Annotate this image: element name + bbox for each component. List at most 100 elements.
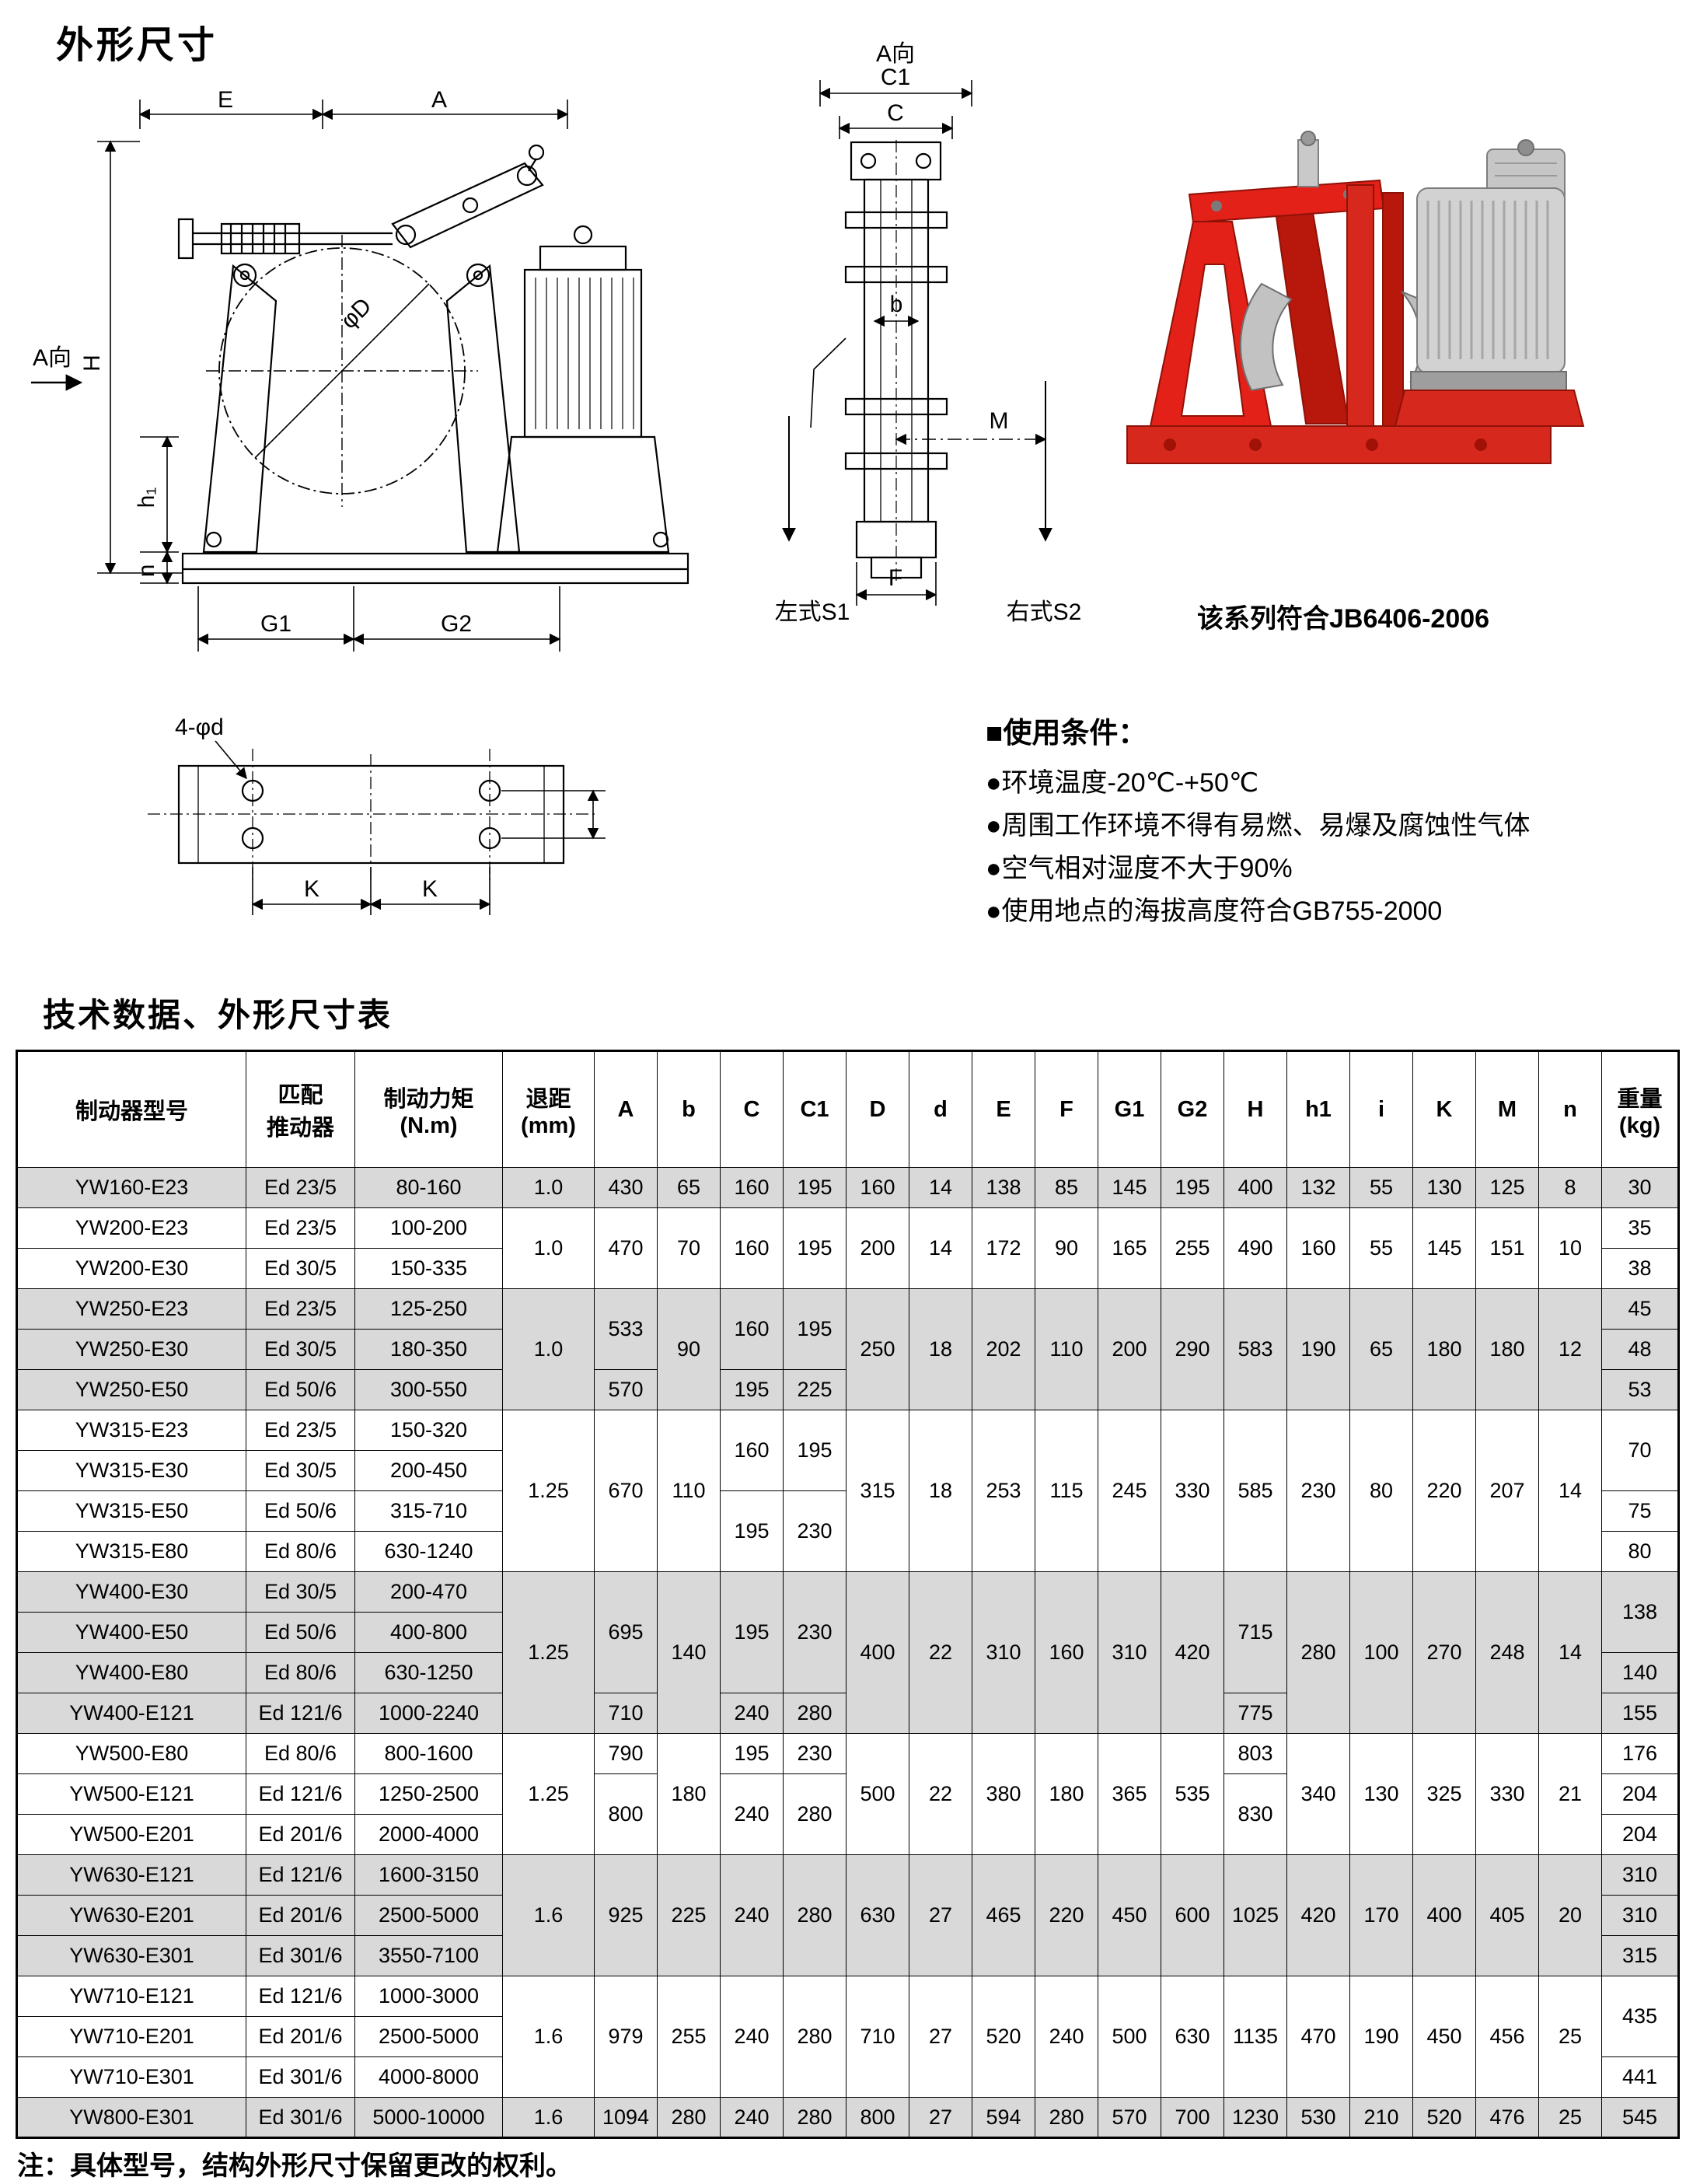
table-cell: 160 — [720, 1288, 784, 1370]
table-cell: YW250-E30 — [16, 1329, 246, 1370]
table-cell: 220 — [1035, 1854, 1098, 1976]
table-cell: 630 — [846, 1854, 909, 1976]
table-cell: 710 — [594, 1693, 658, 1734]
table-cell: 65 — [657, 1167, 721, 1208]
column-header: G1 — [1098, 1050, 1161, 1168]
table-cell: 700 — [1161, 2097, 1224, 2138]
table-cell: Ed 80/6 — [246, 1652, 355, 1693]
table-cell: 55 — [1349, 1167, 1413, 1208]
dim-label-m: M — [990, 408, 1009, 434]
table-cell: 230 — [783, 1490, 846, 1572]
hole-callout-label: 4-φd — [175, 715, 224, 740]
table-cell: 20 — [1538, 1854, 1602, 1976]
table-cell: 490 — [1223, 1207, 1287, 1289]
view-direction-label: A向 — [876, 41, 915, 67]
column-header: d — [909, 1050, 972, 1168]
table-cell: 225 — [783, 1369, 846, 1410]
table-cell: 280 — [783, 1854, 846, 1976]
usage-condition-item: ●环境温度-20℃-+50℃ — [986, 768, 1259, 798]
table-cell: 1135 — [1223, 1976, 1287, 2098]
table-cell: 180 — [1412, 1288, 1476, 1410]
column-header: D — [846, 1050, 909, 1168]
table-cell: 90 — [657, 1288, 721, 1410]
table-cell: YW400-E30 — [16, 1571, 246, 1613]
table-cell: 240 — [720, 1693, 784, 1734]
table-cell: 695 — [594, 1571, 658, 1693]
table-cell: 1.25 — [502, 1571, 595, 1734]
table-cell: 2500-5000 — [354, 2016, 503, 2057]
table-cell: 14 — [1538, 1410, 1602, 1572]
table-cell: 925 — [594, 1854, 658, 1976]
table-cell: 130 — [1412, 1167, 1476, 1208]
table-cell: 1000-3000 — [354, 1976, 503, 2017]
table-cell: 160 — [846, 1167, 909, 1208]
table-cell: YW630-E201 — [16, 1895, 246, 1936]
table-cell: 270 — [1412, 1571, 1476, 1734]
table-cell: 25 — [1538, 2097, 1602, 2138]
table-cell: YW250-E23 — [16, 1288, 246, 1330]
table-cell: 75 — [1601, 1490, 1679, 1532]
table-cell: 48 — [1601, 1329, 1679, 1370]
table-cell: 151 — [1475, 1207, 1539, 1289]
dim-label-b: b — [890, 292, 903, 317]
table-cell: 160 — [720, 1167, 784, 1208]
table-cell: 1094 — [594, 2097, 658, 2138]
table-cell: 240 — [720, 1854, 784, 1976]
table-cell: YW630-E301 — [16, 1935, 246, 1976]
table-cell: YW800-E301 — [16, 2097, 246, 2138]
table-cell: YW315-E30 — [16, 1450, 246, 1491]
table-cell: 110 — [1035, 1288, 1098, 1410]
table-cell: 630-1250 — [354, 1652, 503, 1693]
view-direction-label: A向 — [33, 345, 72, 371]
table-cell: Ed 201/6 — [246, 1895, 355, 1936]
table-cell: 110 — [657, 1410, 721, 1572]
table-cell: 600 — [1161, 1854, 1224, 1976]
table-cell: 65 — [1349, 1288, 1413, 1410]
usage-condition-item: ●周围工作环境不得有易燃、易爆及腐蚀性气体 — [986, 811, 1531, 841]
column-header: C1 — [783, 1050, 846, 1168]
table-cell: 1.0 — [502, 1288, 595, 1410]
table-cell: Ed 121/6 — [246, 1693, 355, 1734]
table-cell: 280 — [783, 2097, 846, 2138]
product-photo — [1126, 131, 1585, 464]
dim-label-h: H — [79, 355, 105, 372]
table-cell: 200 — [1098, 1288, 1161, 1410]
table-cell: 253 — [972, 1410, 1035, 1572]
table-cell: 800 — [846, 2097, 909, 2138]
table-cell: Ed 23/5 — [246, 1167, 355, 1208]
column-header: K — [1412, 1050, 1476, 1168]
table-cell: 583 — [1223, 1288, 1287, 1410]
table-cell: 155 — [1601, 1693, 1679, 1734]
column-header: H — [1223, 1050, 1287, 1168]
table-cell: 465 — [972, 1854, 1035, 1976]
table-cell: YW710-E121 — [16, 1976, 246, 2017]
table-cell: YW500-E201 — [16, 1814, 246, 1855]
table-cell: 125-250 — [354, 1288, 503, 1330]
table-cell: 195 — [783, 1288, 846, 1370]
table-cell: 140 — [1601, 1652, 1679, 1693]
table-cell: 240 — [720, 1976, 784, 2098]
table-cell: 145 — [1098, 1167, 1161, 1208]
table-cell: YW315-E23 — [16, 1410, 246, 1451]
table-cell: 240 — [720, 1773, 784, 1855]
table-cell: 80 — [1601, 1531, 1679, 1572]
table-cell: 165 — [1098, 1207, 1161, 1289]
table-cell: 25 — [1538, 1976, 1602, 2098]
mounting-view-drawing: 4-φd K K — [148, 715, 606, 915]
table-cell: 310 — [1098, 1571, 1161, 1734]
table-cell: 195 — [783, 1410, 846, 1491]
table-cell: YW160-E23 — [16, 1167, 246, 1208]
table-cell: 70 — [1601, 1410, 1679, 1491]
table-cell: 30 — [1601, 1167, 1679, 1208]
column-header: i — [1349, 1050, 1413, 1168]
table-cell: YW710-E301 — [16, 2056, 246, 2098]
table-cell: Ed 50/6 — [246, 1612, 355, 1653]
table-cell: 1230 — [1223, 2097, 1287, 2138]
